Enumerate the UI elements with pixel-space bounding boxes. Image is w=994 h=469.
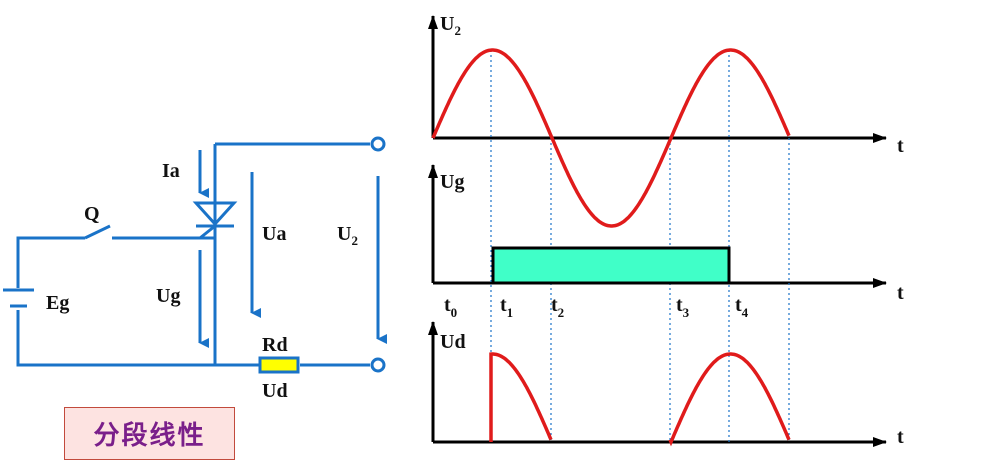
label-t-ud: t	[897, 426, 904, 448]
circuit	[16, 142, 370, 367]
switch-q[interactable]	[84, 224, 111, 240]
tick-t2: t2	[551, 294, 564, 320]
terminal-bottom[interactable]	[370, 357, 386, 373]
label-ud-circuit: Ud	[262, 380, 288, 402]
label-rd: Rd	[262, 334, 288, 356]
thyristor-icon	[192, 201, 238, 240]
wire-gate-loop	[16, 236, 215, 367]
label-q: Q	[84, 203, 100, 225]
gate-pulse	[491, 246, 731, 285]
label-u2-axis: U2	[440, 13, 461, 38]
label-t-u2: t	[897, 135, 904, 157]
title-text: 分段线性	[93, 421, 206, 451]
label-eg: Eg	[46, 292, 69, 314]
ud-waveform-pulse-1	[489, 352, 553, 442]
tick-t3: t3	[676, 294, 690, 320]
tick-t4: t4	[735, 294, 749, 320]
label-ug-axis: Ug	[440, 171, 464, 193]
terminal-top[interactable]	[370, 136, 386, 152]
ud-waveform-pulse-2	[668, 352, 791, 447]
resistor-rd	[258, 356, 300, 374]
battery-eg	[3, 288, 34, 308]
waveform-panel: U2 Ug Ud t t t t0 t1 t2 t3 t4	[428, 13, 904, 448]
u2-waveform	[431, 48, 791, 228]
label-u2-circuit: U2	[337, 223, 358, 248]
label-ug-circuit: Ug	[156, 285, 180, 307]
tick-t0: t0	[444, 294, 457, 320]
title-box: 分段线性	[64, 407, 235, 460]
label-ua: Ua	[262, 223, 286, 245]
label-ia: Ia	[162, 160, 180, 182]
tick-t1: t1	[500, 294, 513, 320]
label-ud-axis: Ud	[440, 331, 466, 353]
label-t-ug: t	[897, 282, 904, 304]
